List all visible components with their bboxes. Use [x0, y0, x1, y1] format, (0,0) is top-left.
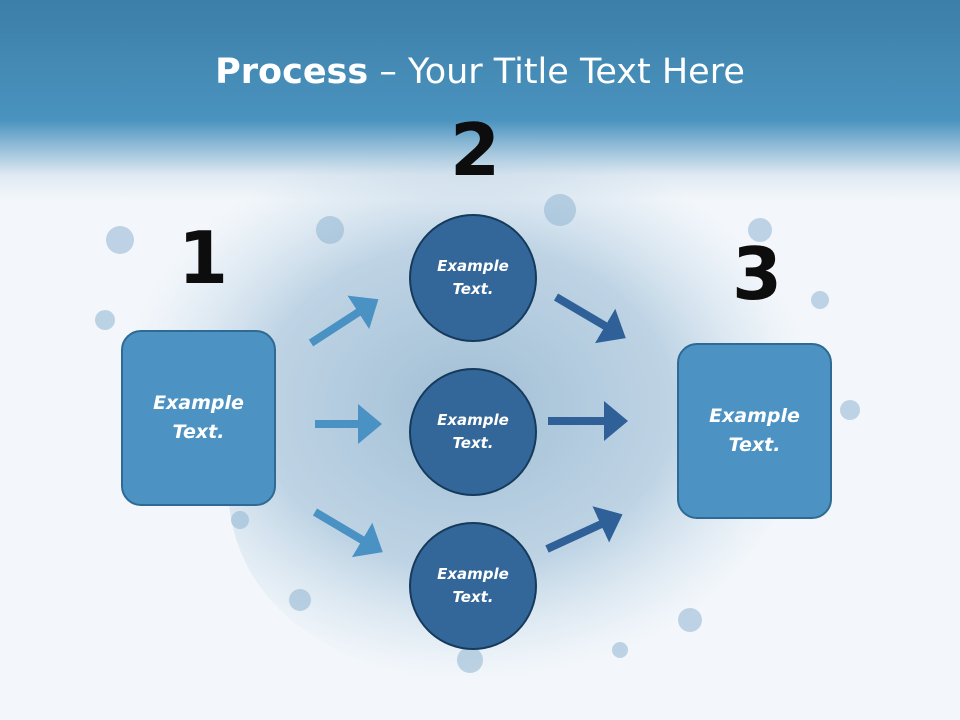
step-2-circle-top-text: Example Text. — [437, 257, 509, 298]
step-2-circle-middle-text: Example Text. — [437, 411, 509, 452]
slide-title-bold: Process — [215, 52, 369, 92]
arrow-1-to-2-bottom — [312, 508, 383, 558]
step-2-circle-bottom[interactable]: Example Text. — [409, 522, 537, 650]
step-2-circle-middle[interactable]: Example Text. — [409, 368, 537, 496]
step-number-1: 1 — [178, 216, 229, 300]
step-2-circle-top[interactable]: Example Text. — [409, 214, 537, 342]
arrow-2-to-3-top — [553, 293, 626, 344]
step-1-text: Example Text. — [153, 392, 244, 443]
slide-title: Process – Your Title Text Here — [0, 52, 960, 92]
arrow-1-to-2-top — [308, 295, 379, 347]
step-number-2: 2 — [450, 108, 501, 192]
arrow-2-to-3-bottom — [545, 506, 623, 553]
step-number-3: 3 — [732, 232, 783, 316]
step-3-text: Example Text. — [709, 405, 800, 456]
step-1-box[interactable]: Example Text. — [121, 330, 276, 506]
step-3-box[interactable]: Example Text. — [677, 343, 832, 519]
slide-title-rest: – Your Title Text Here — [368, 52, 745, 92]
step-2-circle-bottom-text: Example Text. — [437, 565, 509, 606]
